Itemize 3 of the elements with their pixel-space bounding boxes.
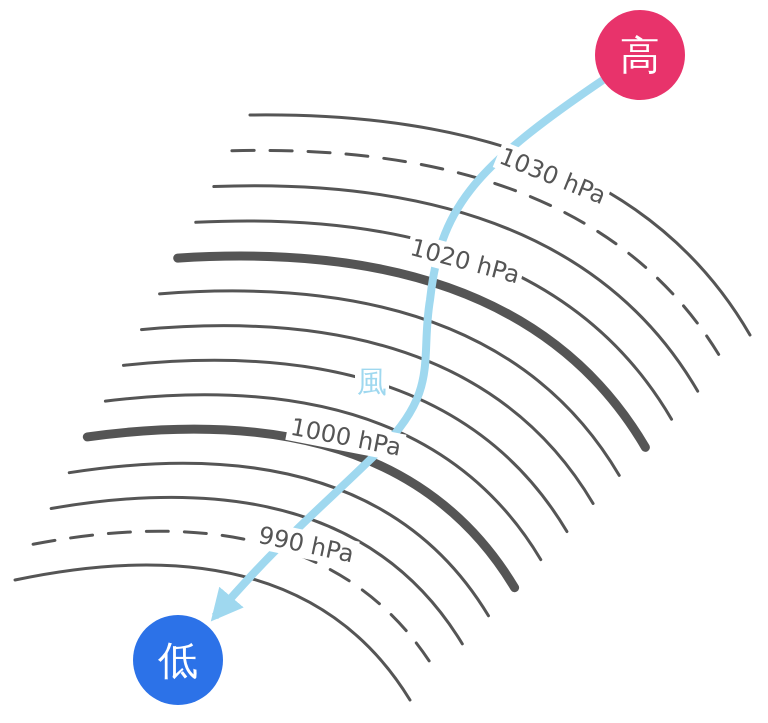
pressure-circle: 高 xyxy=(595,10,685,100)
pressure-circle: 低 xyxy=(133,615,223,705)
wind-arrow xyxy=(210,76,605,622)
